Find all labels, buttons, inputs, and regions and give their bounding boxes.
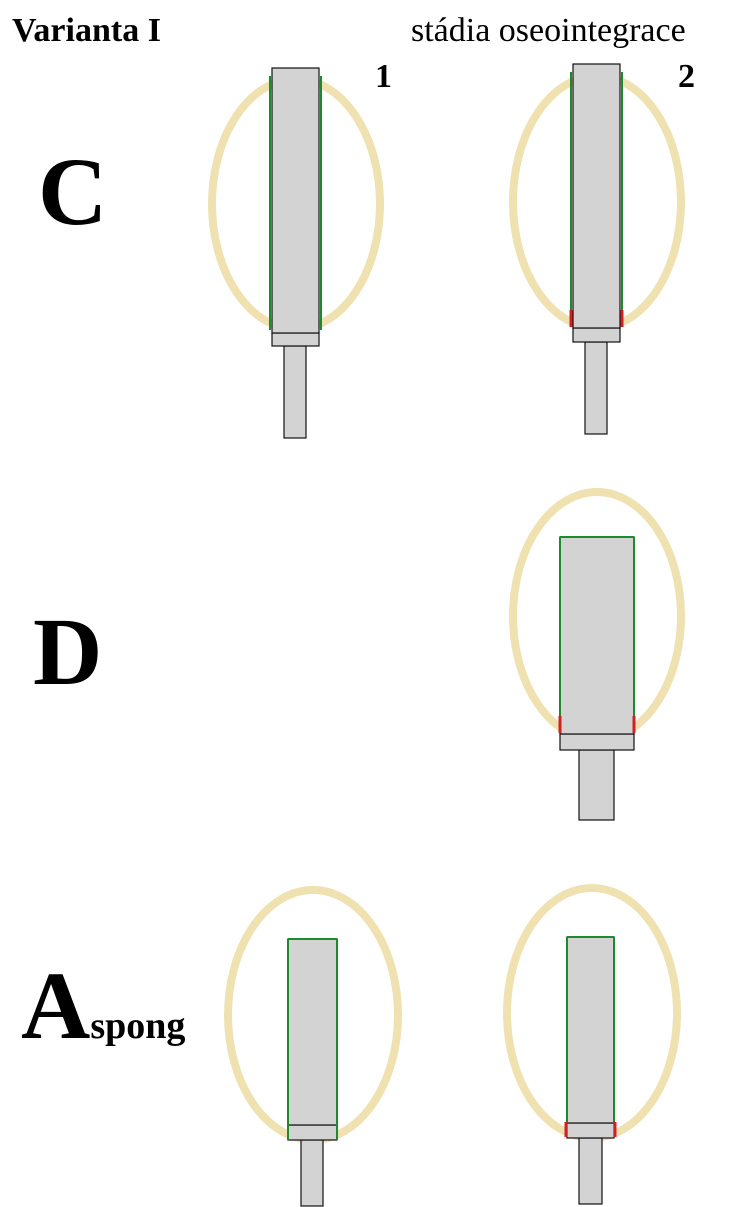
implant-abutment xyxy=(578,1137,603,1205)
implant-body xyxy=(566,936,615,1124)
implant-a-stage-2 xyxy=(503,884,681,1205)
variant-title: Varianta I xyxy=(12,12,161,49)
implant-body xyxy=(572,63,621,329)
implant-c-stage-1 xyxy=(208,67,384,439)
row-label-a-text: A xyxy=(21,952,91,1059)
implant-body xyxy=(271,67,320,334)
implant-abutment xyxy=(584,341,608,435)
stages-title: stádia oseointegrace xyxy=(411,12,686,49)
implant-body xyxy=(559,536,635,735)
implant-collar xyxy=(287,1124,338,1141)
stage-number-1: 1 xyxy=(375,58,392,95)
implant-c-stage-2 xyxy=(509,63,685,435)
row-label-d-text: D xyxy=(33,598,103,705)
row-label-c: C xyxy=(38,136,107,247)
implant-abutment xyxy=(283,345,307,439)
implant-abutment xyxy=(578,749,615,821)
implant-abutment xyxy=(300,1139,324,1207)
implant-collar xyxy=(271,332,320,347)
row-label-d: D xyxy=(33,596,102,707)
stage-number-2: 2 xyxy=(678,58,695,95)
row-label-a: Aspong xyxy=(21,958,185,1054)
implant-d-stage-2 xyxy=(509,488,685,821)
implant-body xyxy=(287,938,338,1126)
implant-collar xyxy=(566,1122,615,1139)
row-label-a-subscript: spong xyxy=(90,1005,186,1047)
implant-collar xyxy=(572,327,621,343)
row-label-c-text: C xyxy=(38,138,108,245)
implant-collar xyxy=(559,733,635,751)
implant-a-stage-1 xyxy=(224,886,402,1207)
